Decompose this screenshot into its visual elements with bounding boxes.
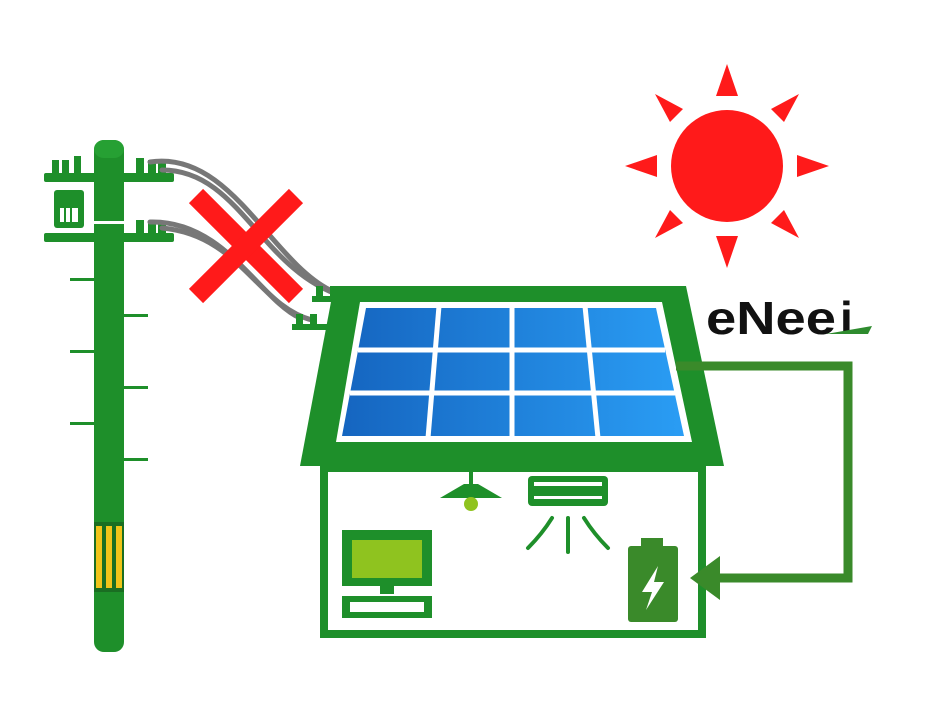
- utility-pole-icon: [44, 140, 174, 652]
- ceiling-lamp-icon: [440, 470, 502, 511]
- air-conditioner-icon: [526, 476, 610, 554]
- charge-arrow-icon: [676, 361, 853, 600]
- sun-icon: [625, 64, 829, 268]
- computer-icon: [342, 530, 432, 618]
- logo-swoosh: [826, 326, 872, 334]
- solar-panel-icon: [336, 302, 692, 442]
- eneei-logo: eNee i: [706, 292, 872, 344]
- disconnected-cross-icon: [188, 188, 304, 304]
- logo-text: eNee: [706, 292, 836, 344]
- logo-accent-letter: i: [840, 292, 853, 344]
- battery-icon: [628, 538, 678, 622]
